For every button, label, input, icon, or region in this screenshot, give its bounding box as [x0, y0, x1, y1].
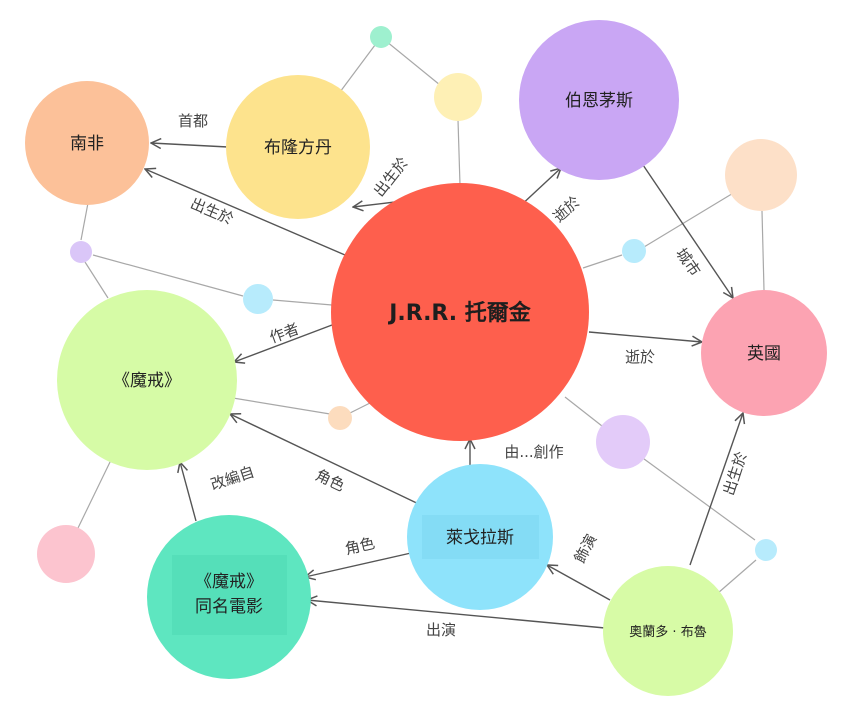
connector-sa-purple [80, 202, 89, 241]
arrow-orlando-to-uk [689, 413, 743, 566]
edge-label-born-in-bloem: 出生於 [370, 154, 412, 201]
connector-peach-uk [761, 210, 765, 291]
arrow-bournemouth-to-uk [640, 161, 733, 298]
connector-purple-lotr [84, 261, 109, 299]
connector-tolkien-lavender [564, 396, 603, 427]
node-circle [519, 20, 679, 180]
dot-node[interactable] [622, 239, 646, 263]
node-legolas[interactable]: 萊戈拉斯 [407, 464, 553, 610]
edge-label-plays: 飾演 [571, 531, 601, 566]
edge-label-created-by: 由...創作 [504, 443, 563, 461]
edge-label-acts-in: 出演 [426, 621, 456, 639]
arrow-tolkien-to-lotr [234, 324, 333, 362]
node-circle [57, 290, 237, 470]
node-label-line1: 《魔戒》 [195, 572, 263, 592]
connector-purple-cyan [92, 254, 244, 297]
connector-orlando-blue [717, 559, 757, 594]
connector-cyan-tolkien [272, 299, 333, 306]
labeled-nodes: 南非 布隆方丹 伯恩茅斯 J.R.R. 托爾金 英國 《魔戒》 《魔戒》 同名電… [25, 20, 827, 696]
node-uk[interactable]: 英國 [701, 290, 827, 416]
connector-cyan-peach [643, 191, 736, 248]
connector-bloem-teal [339, 36, 382, 93]
edge-label-author: 作者 [267, 320, 301, 347]
arrow-tolkien-to-bloem [353, 202, 396, 207]
connector-yellow-tolkien [457, 119, 461, 186]
edge-label-role-film: 角色 [343, 534, 376, 558]
legolas-label-box [422, 515, 539, 559]
node-label: 奧蘭多 · 布魯 [629, 624, 706, 640]
arrow-tolkien-to-sa [145, 169, 346, 256]
connector-tolkien-cyan-right [582, 254, 623, 269]
edge-label-capital: 首都 [178, 112, 208, 130]
dot-node[interactable] [755, 539, 777, 561]
node-label: J.R.R. 托爾金 [387, 300, 532, 326]
edge-label-adapted-from: 改編自 [208, 463, 256, 494]
dot-node[interactable] [434, 73, 482, 121]
arrow-orlando-to-film [307, 600, 606, 629]
node-label: 《魔戒》 [113, 371, 181, 391]
dot-node[interactable] [596, 415, 650, 469]
node-bournemouth[interactable]: 伯恩茅斯 [519, 20, 679, 180]
node-label: 萊戈拉斯 [446, 528, 514, 548]
node-circle [226, 75, 370, 219]
dot-node[interactable] [328, 406, 352, 430]
node-circle [25, 81, 149, 205]
arrow-legolas-to-film [305, 552, 412, 577]
arrow-legolas-to-lotr [230, 414, 426, 508]
node-lotr-film[interactable]: 《魔戒》 同名電影 [147, 515, 311, 679]
edge-label-born-in-sa: 出生於 [188, 194, 236, 228]
dot-node[interactable] [70, 241, 92, 263]
edge-label-orlando-born: 出生於 [720, 449, 751, 497]
dot-node[interactable] [243, 284, 273, 314]
node-circle [701, 290, 827, 416]
edge-label-died-in-bournemouth: 逝於 [549, 193, 583, 226]
connector-lotr-pink [77, 459, 112, 529]
arrow-tolkien-to-uk [588, 331, 702, 342]
edge-label-role-lotr: 角色 [313, 466, 348, 495]
arrow-film-to-lotr [180, 462, 197, 522]
node-orlando-bloom[interactable]: 奧蘭多 · 布魯 [603, 566, 733, 696]
relation-arrows [145, 143, 743, 629]
node-tolkien[interactable]: J.R.R. 托爾金 [331, 183, 589, 441]
connector-teal-yellow [380, 36, 441, 86]
node-lotr[interactable]: 《魔戒》 [57, 290, 237, 470]
node-label: 伯恩茅斯 [565, 91, 633, 111]
connector-lines [77, 36, 765, 594]
node-label: 布隆方丹 [264, 138, 332, 158]
node-label: 南非 [70, 134, 104, 154]
arrow-orlando-to-legolas [547, 565, 611, 601]
connector-peach-tolkien [349, 402, 371, 414]
connector-lavender-blue [639, 455, 756, 541]
edge-label-city: 城市 [672, 245, 704, 280]
node-label-line2: 同名電影 [195, 597, 263, 617]
arrow-bloem-to-sa [151, 143, 229, 147]
node-circle [331, 183, 589, 441]
dot-node[interactable] [37, 525, 95, 583]
node-label: 英國 [747, 344, 781, 364]
connector-lotr-peach [232, 397, 331, 415]
node-circle [603, 566, 733, 696]
small-dots [37, 26, 797, 583]
dot-node[interactable] [725, 139, 797, 211]
node-south-africa[interactable]: 南非 [25, 81, 149, 205]
node-bloemfontein[interactable]: 布隆方丹 [226, 75, 370, 219]
dot-node[interactable] [370, 26, 392, 48]
edge-label-died-in-uk: 逝於 [625, 348, 655, 366]
film-label-box [172, 555, 287, 635]
